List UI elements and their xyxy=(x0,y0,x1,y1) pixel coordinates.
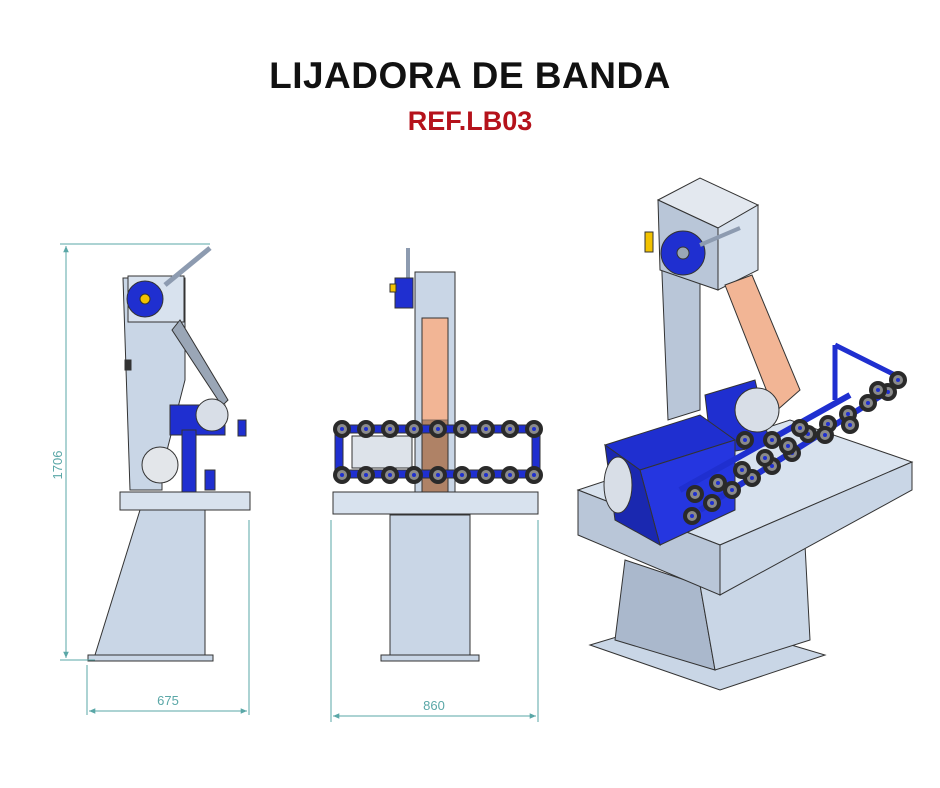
front-dimensions: 860 xyxy=(330,520,539,722)
side-drum xyxy=(141,446,179,484)
front-pedestal xyxy=(389,514,471,656)
page-title: LIJADORA DE BANDA xyxy=(269,55,671,96)
front-table xyxy=(332,491,539,515)
side-dimensions: 1706 675 xyxy=(50,243,250,715)
front-width-dimension: 860 xyxy=(423,698,445,713)
front-view xyxy=(332,248,541,662)
side-pedestal xyxy=(94,509,206,656)
iso-belt xyxy=(724,274,801,413)
height-dimension: 1706 xyxy=(50,451,65,480)
side-base-plate xyxy=(87,654,214,662)
side-handle xyxy=(163,246,212,287)
reference-code: REF.LB03 xyxy=(407,106,533,136)
front-base-plate xyxy=(380,654,480,662)
side-view xyxy=(87,246,251,662)
side-width-dimension: 675 xyxy=(157,693,179,708)
side-table xyxy=(119,491,251,511)
